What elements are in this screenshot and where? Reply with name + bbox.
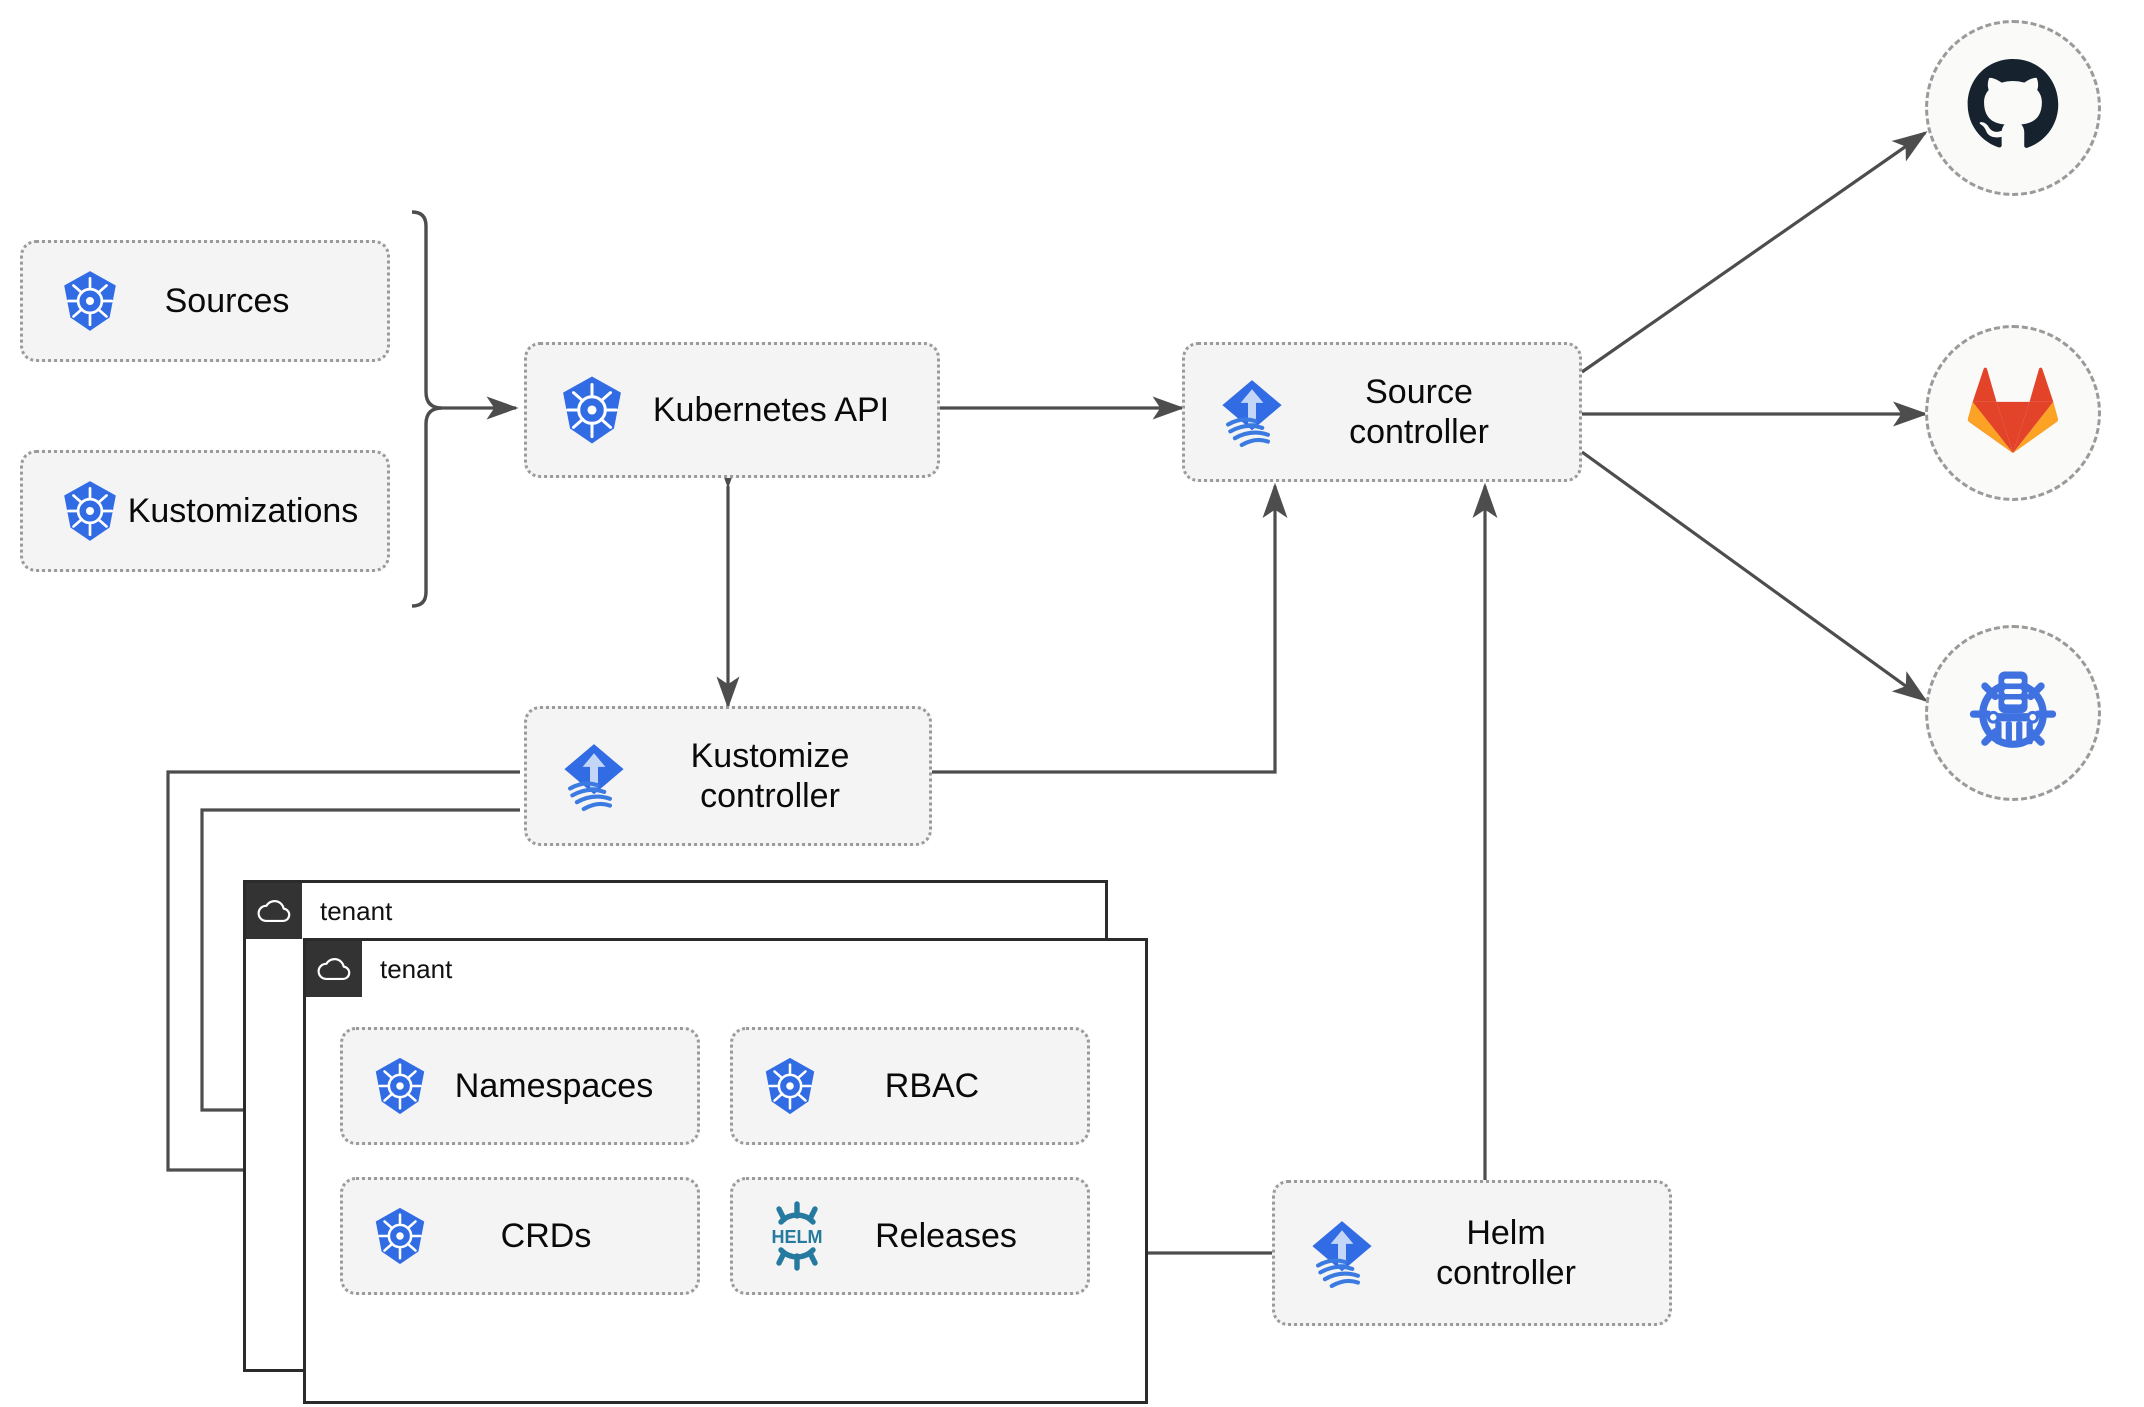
provider-bucket[interactable]: [1925, 625, 2101, 801]
kubernetes-icon: [57, 268, 123, 334]
node-crds[interactable]: CRDs: [340, 1177, 700, 1295]
node-namespaces[interactable]: Namespaces: [340, 1027, 700, 1145]
kubernetes-icon: [369, 1055, 431, 1117]
node-label: Sources: [164, 281, 290, 320]
node-kustomizations[interactable]: Kustomizations: [20, 450, 390, 572]
node-label: CRDs: [500, 1216, 592, 1255]
flux-icon: [1301, 1212, 1383, 1294]
gitlab-icon: [1967, 367, 2059, 460]
node-label: Kubernetes API: [652, 390, 890, 429]
svg-text:HELM: HELM: [772, 1227, 823, 1247]
provider-github[interactable]: [1925, 20, 2101, 196]
node-label: Releases: [875, 1216, 1017, 1255]
kubernetes-icon: [759, 1055, 821, 1117]
github-icon: [1964, 57, 2062, 160]
tenant-header: tenant: [306, 941, 452, 997]
node-kubernetes-api[interactable]: Kubernetes API: [524, 342, 940, 478]
node-source-controller[interactable]: Source controller: [1182, 342, 1582, 482]
tenant-label: tenant: [380, 953, 453, 984]
tenant-box-inner[interactable]: tenant: [303, 938, 1148, 1404]
helm-icon: HELM: [761, 1200, 833, 1272]
cloud-icon: [306, 941, 362, 997]
node-label: Source controller: [1349, 372, 1489, 451]
node-label: Kustomizations: [127, 491, 359, 530]
helm-repository-icon: [1961, 659, 2065, 768]
flux-icon: [553, 735, 635, 817]
node-label: RBAC: [884, 1066, 980, 1105]
kubernetes-icon: [555, 373, 629, 447]
node-rbac[interactable]: RBAC: [730, 1027, 1090, 1145]
kubernetes-icon: [369, 1205, 431, 1267]
tenant-header: tenant: [246, 883, 392, 939]
node-label: Helm controller: [1436, 1213, 1576, 1292]
node-helm-controller[interactable]: Helm controller: [1272, 1180, 1672, 1326]
node-kustomize-controller[interactable]: Kustomize controller: [524, 706, 932, 846]
flux-icon: [1211, 371, 1293, 453]
provider-gitlab[interactable]: [1925, 325, 2101, 501]
tenant-label: tenant: [320, 895, 393, 926]
node-label: Kustomize controller: [690, 736, 850, 815]
node-releases[interactable]: HELM Releases: [730, 1177, 1090, 1295]
cloud-icon: [246, 883, 302, 939]
node-sources[interactable]: Sources: [20, 240, 390, 362]
kubernetes-icon: [57, 478, 123, 544]
node-label: Namespaces: [454, 1066, 654, 1105]
